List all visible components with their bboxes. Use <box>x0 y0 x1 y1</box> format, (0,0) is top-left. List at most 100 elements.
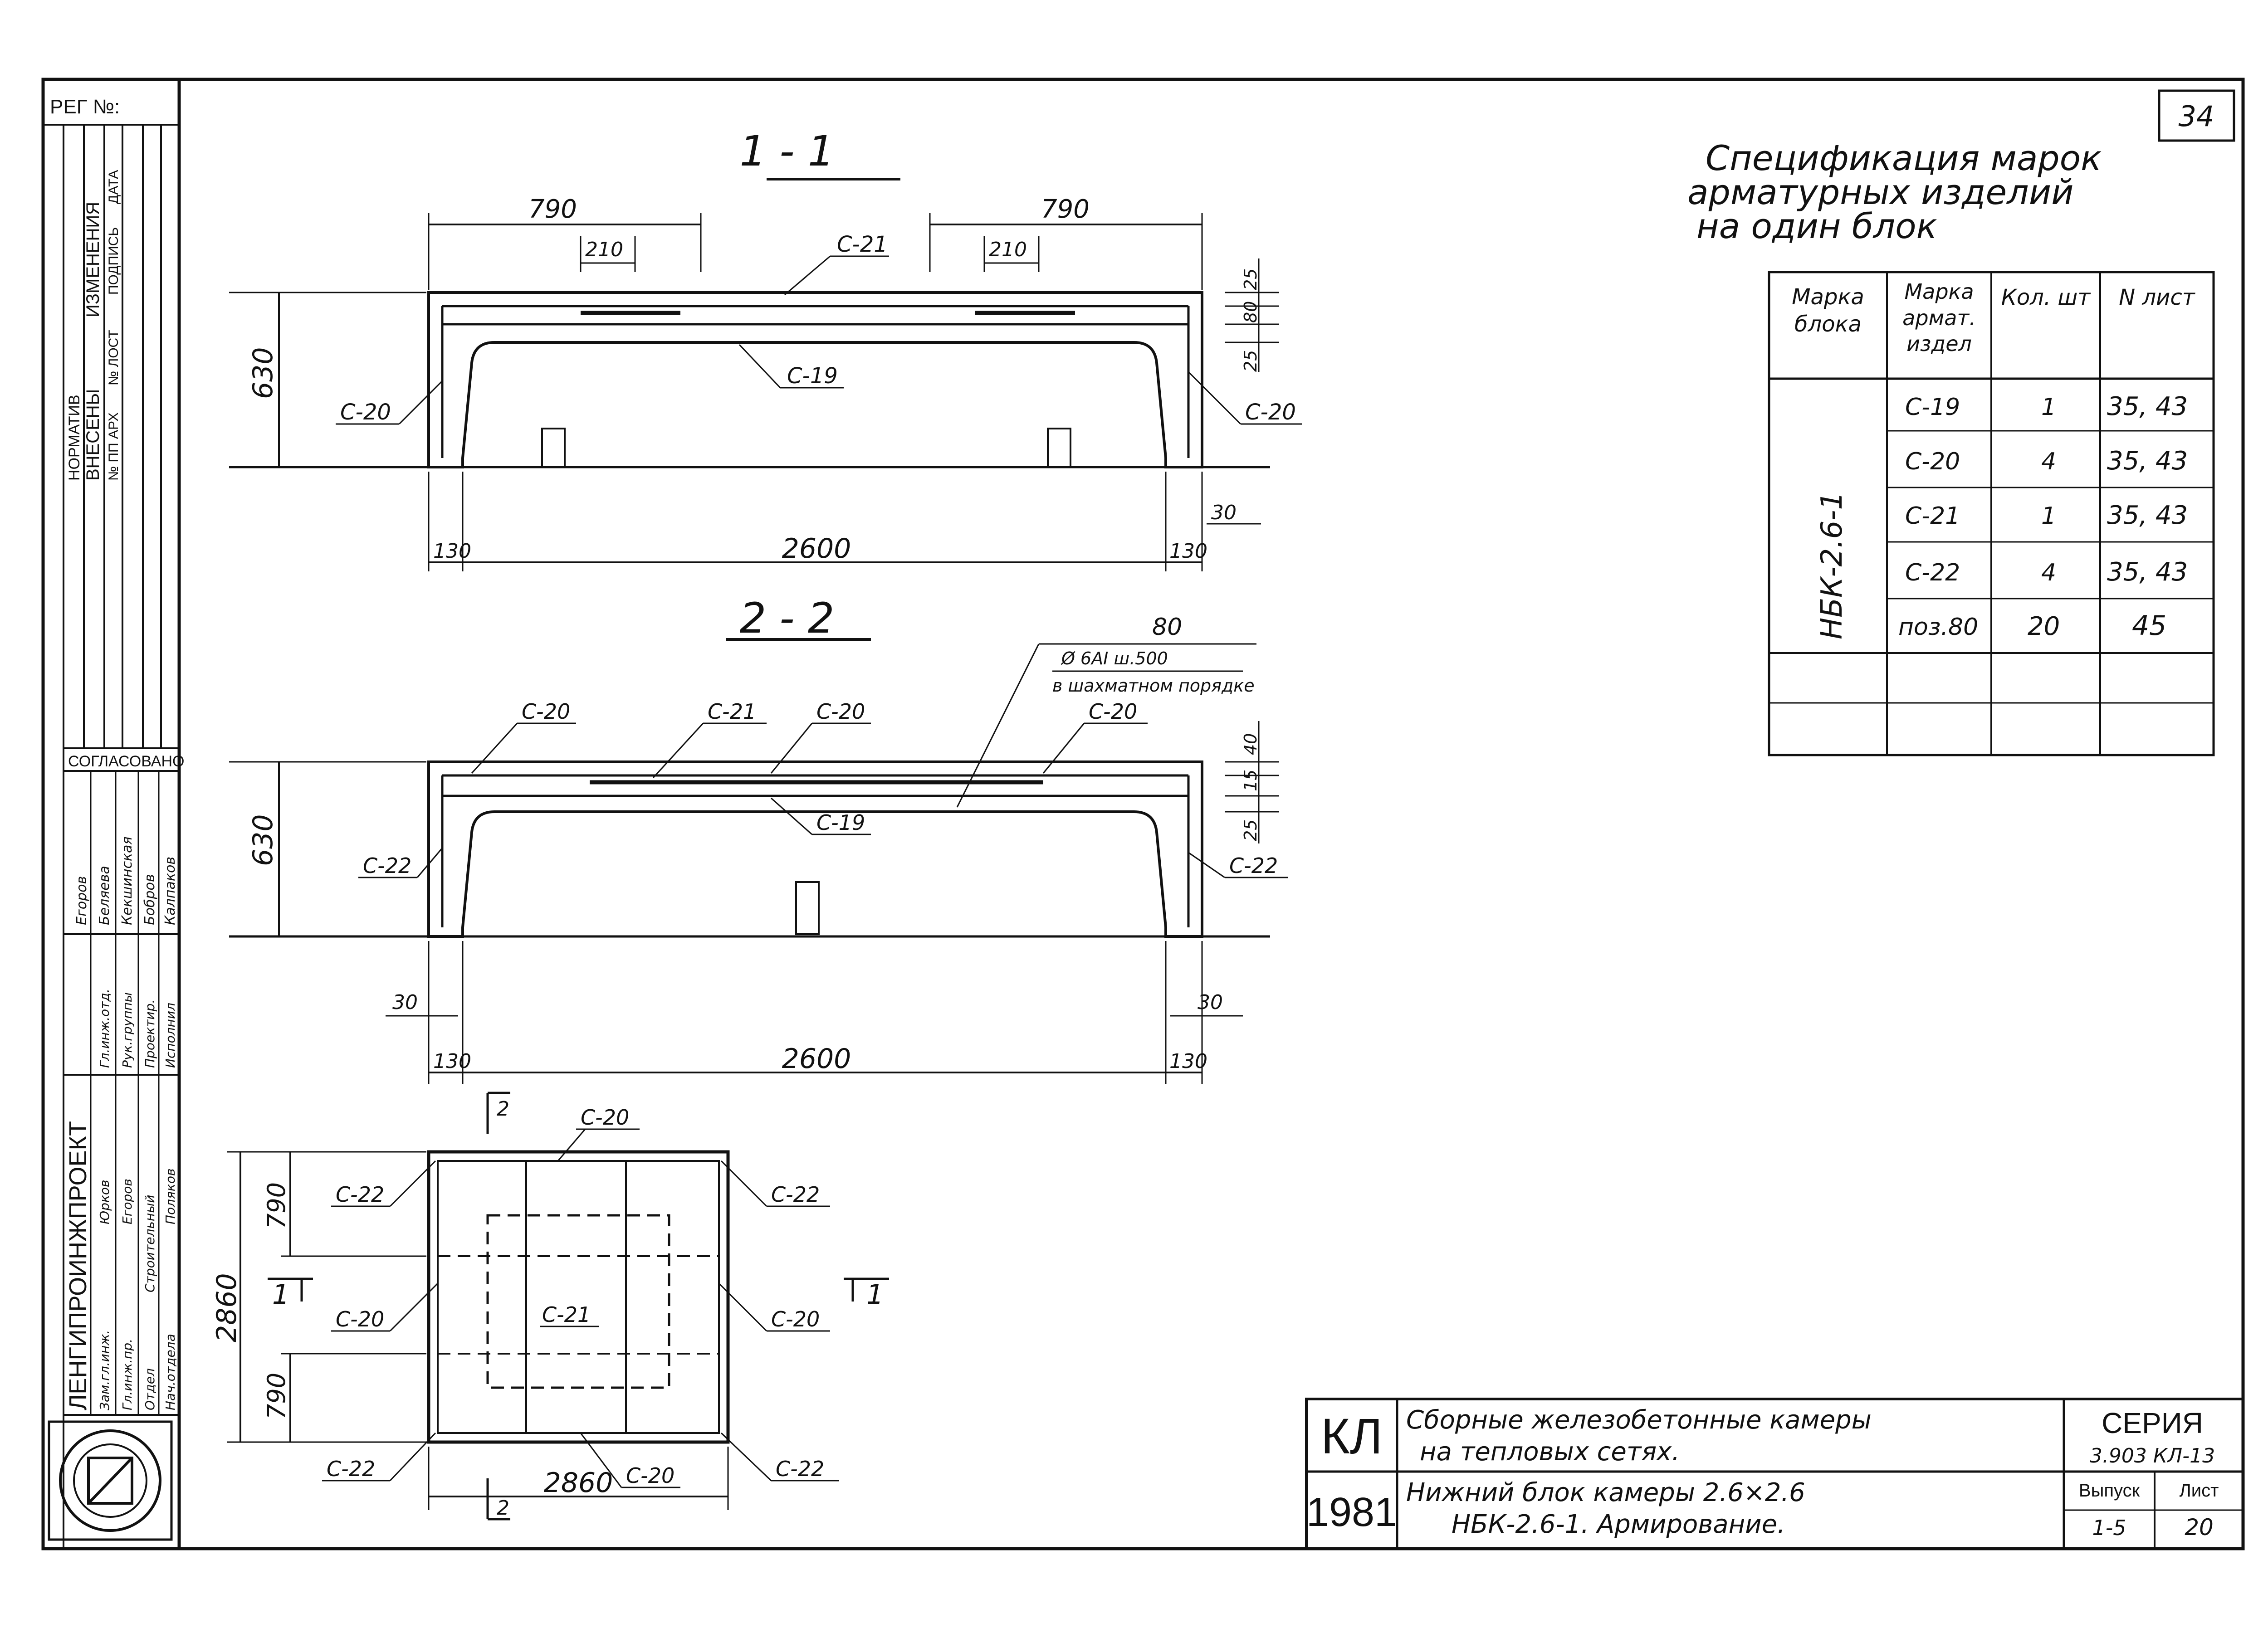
tb-desc2-line1: Нижний блок камеры 2.6×2.6 <box>1406 1478 1805 1507</box>
dim-790-plan-bottom: 790 <box>262 1373 291 1419</box>
role-8: Отдел <box>142 1368 157 1410</box>
spec-row1-sheet: 35, 43 <box>2107 392 2188 421</box>
section-2-2: 2 - 2 630 40 15 25 2600 130 130 30 <box>229 594 1288 1084</box>
role-6: Зам.гл.инж. <box>97 1330 112 1410</box>
stamp-lost: № ЛОСТ <box>106 330 121 385</box>
tb-series-label: СЕРИЯ <box>2102 1407 2203 1439</box>
mark-c22-s2-left: С-22 <box>363 853 411 878</box>
org-logo <box>48 1420 173 1541</box>
role-1: Гл.инж.отд. <box>97 989 112 1068</box>
stamp-data: ДАТА <box>106 170 121 204</box>
dim-790-plan-top: 790 <box>262 1182 291 1229</box>
section-2-2-title: 2 - 2 <box>740 594 835 643</box>
dim-2600-s1: 2600 <box>782 533 851 565</box>
stamp-izmeneniya: ИЗМЕНЕНИЯ <box>83 202 103 317</box>
section-1-1: 1 - 1 790 790 210 210 <box>229 127 1302 571</box>
stamp-name-2: Егоров <box>120 1179 135 1224</box>
dim-25-c: 25 <box>1241 819 1261 841</box>
tb-issue-label: Выпуск <box>2079 1481 2140 1501</box>
mark-c21-s1: С-21 <box>837 232 888 257</box>
dim-790-right: 790 <box>1041 195 1090 224</box>
spec-title-2: арматурных изделий <box>1687 172 2074 212</box>
tb-sheet-label: Лист <box>2180 1481 2219 1501</box>
stamp-agreed: СОГЛАСОВАНО <box>68 753 184 770</box>
stamp-name-3: Строительный <box>142 1194 157 1292</box>
spec-header-rebar: Марка армат. издел <box>1902 279 1976 356</box>
agreed-name-3: Кекшинская <box>119 837 135 925</box>
spec-row2-sheet: 35, 43 <box>2107 446 2188 476</box>
mark-c20-s2-a: С-20 <box>522 699 570 724</box>
spec-row1-mark: С-19 <box>1905 394 1960 421</box>
tb-desc2-line2: НБК-2.6-1. Армирование. <box>1452 1510 1785 1539</box>
dim-25-a: 25 <box>1241 268 1261 290</box>
role-7: Гл.инж.пр. <box>120 1339 135 1410</box>
rebar-note-2: в шахматном порядке <box>1052 676 1255 696</box>
tb-issue-value: 1-5 <box>2092 1516 2126 1540</box>
plan-mark-c21: С-21 <box>542 1302 591 1327</box>
plan-cut-2-bottom: 2 <box>497 1497 509 1520</box>
dim-630-s1: 630 <box>247 347 279 399</box>
title-block: КЛ 1981 Сборные железобетонные камеры на… <box>1305 1398 2244 1550</box>
mark-c21-s2: С-21 <box>708 699 756 724</box>
plan-mark-c22-bl: С-22 <box>327 1457 375 1481</box>
spec-row3-qty: 1 <box>2041 502 2056 530</box>
sheet-number: 34 <box>2179 100 2214 133</box>
plan-mark-c20-right: С-20 <box>771 1307 820 1331</box>
spec-row5-sheet: 45 <box>2132 610 2166 642</box>
dim-210-right: 210 <box>989 238 1027 261</box>
tb-year: 1981 <box>1306 1490 1397 1535</box>
spec-header-qty: Кол. шт <box>2001 285 2091 310</box>
dim-130-s2-right: 130 <box>1169 1050 1207 1073</box>
agreed-name-1: Егоров <box>74 876 90 925</box>
mark-c20-s2-b: С-20 <box>816 699 865 724</box>
plan-mark-c20-top: С-20 <box>581 1105 629 1130</box>
sheet-frame <box>41 78 2245 1550</box>
mark-c20-s1-right: С-20 <box>1245 400 1296 425</box>
role-3: Проектир. <box>142 999 157 1068</box>
dim-130-s2-left: 130 <box>433 1050 471 1073</box>
dim-40: 40 <box>1241 733 1261 755</box>
dim-2860-v: 2860 <box>211 1273 243 1342</box>
spec-row2-mark: С-20 <box>1905 448 1960 475</box>
plan-mark-c22-tr: С-22 <box>771 1182 820 1207</box>
mark-c20-s1-left: С-20 <box>340 400 391 425</box>
tb-sheet-value: 20 <box>2185 1514 2214 1540</box>
stamp-podpis: ПОДПИСЬ <box>106 227 121 295</box>
dim-25-b: 25 <box>1241 350 1261 372</box>
dim-15: 15 <box>1241 770 1261 791</box>
org-name: ЛЕНГИПРОИНЖПРОЕКТ <box>64 1121 92 1410</box>
section-1-1-title: 1 - 1 <box>740 127 835 175</box>
stamp-norm: НОРМАТИВ <box>66 395 83 481</box>
plan-cut-2-top: 2 <box>497 1097 509 1121</box>
tb-desc1-line1: Сборные железобетонные камеры <box>1406 1405 1872 1435</box>
spec-title-3: на один блок <box>1696 206 1937 246</box>
reg-label: РЕГ №: <box>50 96 120 118</box>
tb-code: КЛ <box>1321 1409 1383 1464</box>
spec-row5-mark: поз.80 <box>1898 614 1978 641</box>
dim-80-a: 80 <box>1241 301 1261 323</box>
mark-c22-s2-right: С-22 <box>1229 853 1278 878</box>
sheet-number-box: 34 <box>2158 89 2235 142</box>
mark-c19-s2: С-19 <box>816 810 865 835</box>
spec-title-1: Спецификация марок <box>1706 138 2102 178</box>
agreed-name-5: Калпаков <box>162 857 178 925</box>
role-2: Рук.группы <box>120 992 135 1068</box>
plan-cut-1-right: 1 <box>866 1279 884 1311</box>
spec-row4-qty: 4 <box>2041 559 2056 586</box>
stamp-name-4: Поляков <box>163 1169 178 1224</box>
left-stamp: РЕГ №: НОРМАТИВ ВНЕСЕНЫ ИЗМЕНЕНИЯ № ПП А… <box>43 96 184 1549</box>
plan-view: 2 2 1 1 2860 790 790 2860 С-20 С-22 С- <box>211 1092 889 1521</box>
plan-cut-1-left: 1 <box>272 1279 289 1311</box>
plan-mark-c20-left: С-20 <box>336 1307 384 1331</box>
dim-130-s1-left: 130 <box>433 540 471 563</box>
spec-block-mark: НБК-2.6-1 <box>1815 492 1849 639</box>
plan-mark-c22-tl: С-22 <box>336 1182 384 1207</box>
spec-row4-mark: С-22 <box>1905 559 1960 586</box>
dim-210-left: 210 <box>585 238 623 261</box>
spec-row4-sheet: 35, 43 <box>2107 557 2188 587</box>
mark-c19-s1: С-19 <box>787 363 838 389</box>
spec-row2-qty: 4 <box>2041 448 2056 475</box>
agreed-name-2: Беляева <box>97 866 112 925</box>
dim-30-s1: 30 <box>1211 501 1237 524</box>
